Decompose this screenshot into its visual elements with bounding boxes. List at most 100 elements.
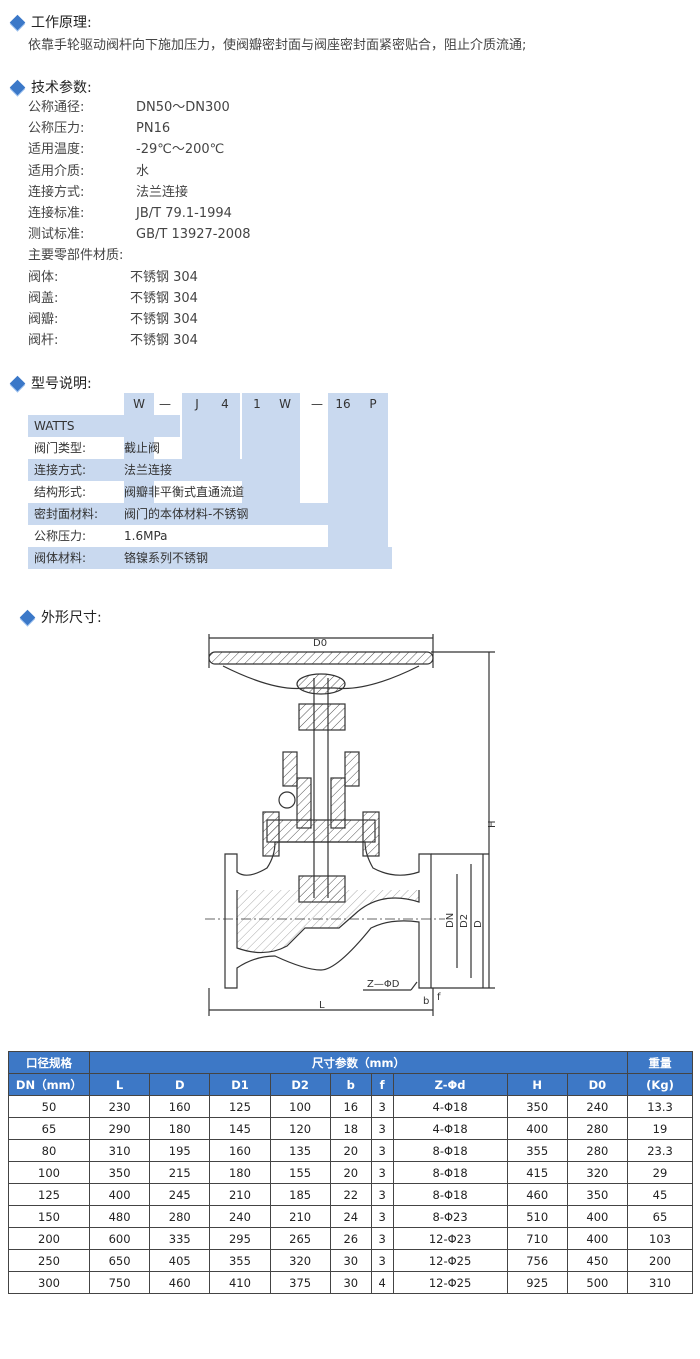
material-row: 阀瓣:不锈钢 304 — [28, 309, 198, 330]
table-cell: 250 — [8, 1249, 90, 1272]
model-code-char: W — [133, 397, 145, 411]
table-cell: 3 — [370, 1249, 394, 1272]
model-row-key: 连接方式: — [34, 463, 87, 477]
column-header: L — [88, 1073, 151, 1096]
header-kg: (Kg) — [627, 1073, 693, 1096]
table-cell: 12-Φ25 — [392, 1249, 508, 1272]
valve-drawing: D0 H DN D2 D Z—ΦD L f b — [205, 634, 498, 1016]
table-cell: 210 — [269, 1205, 331, 1228]
material-key: 阀体: — [28, 269, 59, 285]
table-cell: 400 — [566, 1205, 629, 1228]
table-cell: 12-Φ25 — [392, 1271, 508, 1294]
table-cell: 195 — [149, 1139, 211, 1162]
table-cell: 26 — [329, 1227, 372, 1250]
material-row: 阀杆:不锈钢 304 — [28, 330, 198, 351]
table-cell: 310 — [627, 1271, 693, 1294]
label-b: b — [423, 996, 429, 1007]
table-cell: 710 — [506, 1227, 568, 1250]
table-cell: 20 — [329, 1161, 372, 1184]
table-cell: 510 — [506, 1205, 568, 1228]
table-cell: 185 — [269, 1183, 331, 1206]
model-bar — [328, 393, 358, 547]
table-cell: 3 — [370, 1161, 394, 1184]
table-cell: 200 — [627, 1249, 693, 1272]
table-cell: 20 — [329, 1139, 372, 1162]
model-row-bar — [28, 503, 330, 525]
param-row: 适用温度:-29℃～200℃ — [28, 139, 224, 160]
table-cell: 290 — [88, 1117, 151, 1140]
column-header: f — [370, 1073, 394, 1096]
model-row-value: 阀瓣非平衡式直通流道 — [124, 485, 245, 499]
section-title: 工作原理: — [31, 15, 92, 31]
table-cell: 125 — [209, 1095, 271, 1118]
table-cell: 4-Φ18 — [392, 1117, 508, 1140]
table-cell: 600 — [88, 1227, 151, 1250]
label-d: D — [473, 920, 484, 928]
table-cell: 240 — [566, 1095, 629, 1118]
table-cell: 3 — [370, 1205, 394, 1228]
material-key: 阀杆: — [28, 333, 59, 349]
model-code-char: 4 — [221, 397, 229, 411]
table-cell: 8-Φ18 — [392, 1183, 508, 1206]
table-cell: 65 — [627, 1205, 693, 1228]
table-cell: 460 — [149, 1271, 211, 1294]
column-header: D1 — [209, 1073, 271, 1096]
table-cell: 8-Φ18 — [392, 1139, 508, 1162]
table-cell: 160 — [149, 1095, 211, 1118]
model-row-key: 密封面材料: — [34, 507, 99, 521]
table-cell: 210 — [209, 1183, 271, 1206]
table-cell: 125 — [8, 1183, 90, 1206]
table-cell: 145 — [209, 1117, 271, 1140]
table-cell: 350 — [506, 1095, 568, 1118]
table-cell: 355 — [209, 1249, 271, 1272]
table-cell: 400 — [566, 1227, 629, 1250]
model-bar — [182, 393, 212, 459]
label-d0: D0 — [313, 638, 327, 649]
table-cell: 180 — [149, 1117, 211, 1140]
param-key: 适用温度: — [28, 142, 85, 158]
header-dn: DN（mm） — [8, 1073, 90, 1096]
label-dn: DN — [445, 913, 456, 928]
model-bar — [242, 393, 272, 503]
table-cell: 355 — [506, 1139, 568, 1162]
table-cell: 756 — [506, 1249, 568, 1272]
param-key: 测试标准: — [28, 227, 85, 243]
material-value: 不锈钢 304 — [130, 312, 198, 327]
label-l: L — [319, 1000, 325, 1011]
table-cell: 30 — [329, 1249, 372, 1272]
column-header: D0 — [566, 1073, 629, 1096]
table-cell: 230 — [88, 1095, 151, 1118]
table-cell: 4 — [370, 1271, 394, 1294]
table-cell: 50 — [8, 1095, 90, 1118]
column-header: Z-Φd — [392, 1073, 508, 1096]
table-cell: 335 — [149, 1227, 211, 1250]
table-cell: 320 — [566, 1161, 629, 1184]
table-cell: 13.3 — [627, 1095, 693, 1118]
table-cell: 120 — [269, 1117, 331, 1140]
param-row: 公称压力:PN16 — [28, 118, 170, 139]
table-cell: 480 — [88, 1205, 151, 1228]
table-cell: 3 — [370, 1227, 394, 1250]
param-value: GB/T 13927-2008 — [136, 227, 251, 243]
table-cell: 215 — [149, 1161, 211, 1184]
table-cell: 405 — [149, 1249, 211, 1272]
table-cell: 3 — [370, 1139, 394, 1162]
param-row: 测试标准: GB/T 13927-2008 — [28, 224, 251, 245]
param-key: 连接方式: — [28, 184, 85, 200]
table-cell: 3 — [370, 1117, 394, 1140]
table-cell: 300 — [8, 1271, 90, 1294]
materials-title: 主要零部件材质: — [28, 248, 124, 264]
table-cell: 450 — [566, 1249, 629, 1272]
param-key: 公称通径: — [28, 100, 85, 115]
model-row-value: 法兰连接 — [124, 463, 173, 477]
table-cell: 155 — [269, 1161, 331, 1184]
header-weight: 重量 — [627, 1051, 693, 1074]
table-cell: 4-Φ18 — [392, 1095, 508, 1118]
model-row-key: 公称压力: — [34, 529, 87, 543]
table-cell: 3 — [370, 1183, 394, 1206]
